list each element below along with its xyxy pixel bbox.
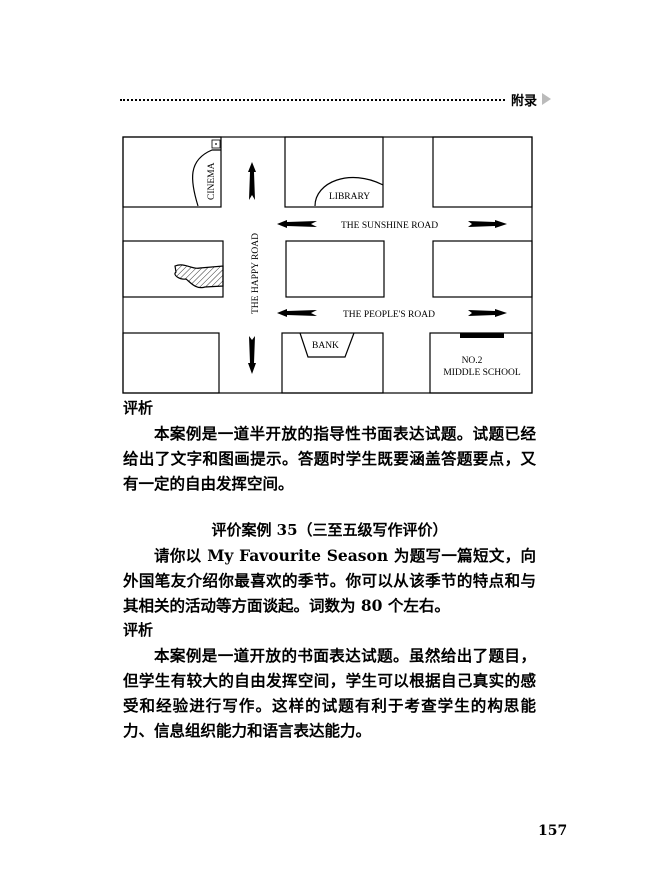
block [122,136,222,208]
paragraph: 本案例是一道半开放的指导性书面表达试题。试题已经给出了文字和图画提示。答题时学生… [123,424,536,493]
library-label: LIBRARY [329,192,370,202]
paragraph: 请你以 My Favourite Season 为题写一篇短文，向外国笔友介绍你… [123,546,536,615]
library-outline [314,176,384,207]
school-label-1: NO.2 [462,356,483,366]
section-heading: 评析 [123,621,154,639]
street-map: CINEMA LIBRARY BANK NO.2 MIDDLE SCHOOL T… [122,136,533,394]
bank-label: BANK [312,341,339,351]
bank-outline [299,332,355,358]
sunshine-road-label: THE SUNSHINE ROAD [341,221,438,231]
arrow-left-icon [277,220,317,228]
peoples-road-label: THE PEOPLE'S ROAD [343,310,435,320]
block [432,136,533,208]
cinema-label: CINEMA [207,162,217,200]
section-heading: 评析 [123,399,154,417]
arrows [248,162,507,374]
happy-road-label: THE HAPPY ROAD [251,233,261,314]
block [122,332,220,394]
review-section-1: 评析 本案例是一道半开放的指导性书面表达试题。试题已经给出了文字和图画提示。答题… [123,396,536,496]
paragraph: 本案例是一道开放的书面表达试题。虽然给出了题目，但学生有较大的自由发挥空间，学生… [123,646,536,740]
case-35: 评价案例 35（三至五级写作评价） 请你以 My Favourite Seaso… [123,518,536,743]
cinema-outline [192,149,221,207]
arrow-left-icon [277,309,317,317]
triangle-right-icon [542,93,551,105]
arrow-up-icon [248,162,256,200]
block [285,240,385,298]
header-rule [120,99,505,101]
page-number: 157 [538,823,568,839]
section-label: 附录 [511,94,538,109]
cinema-marker-icon [211,139,221,149]
block [281,332,384,394]
block [432,240,533,298]
arrow-down-icon [248,336,256,374]
arrow-right-icon [468,220,507,228]
school-gate [460,333,504,338]
school-label-2: MIDDLE SCHOOL [443,368,521,378]
arrow-right-icon [468,309,507,317]
hatched-area [174,264,224,289]
block [284,136,384,208]
case-title: 评价案例 35（三至五级写作评价） [211,521,448,539]
